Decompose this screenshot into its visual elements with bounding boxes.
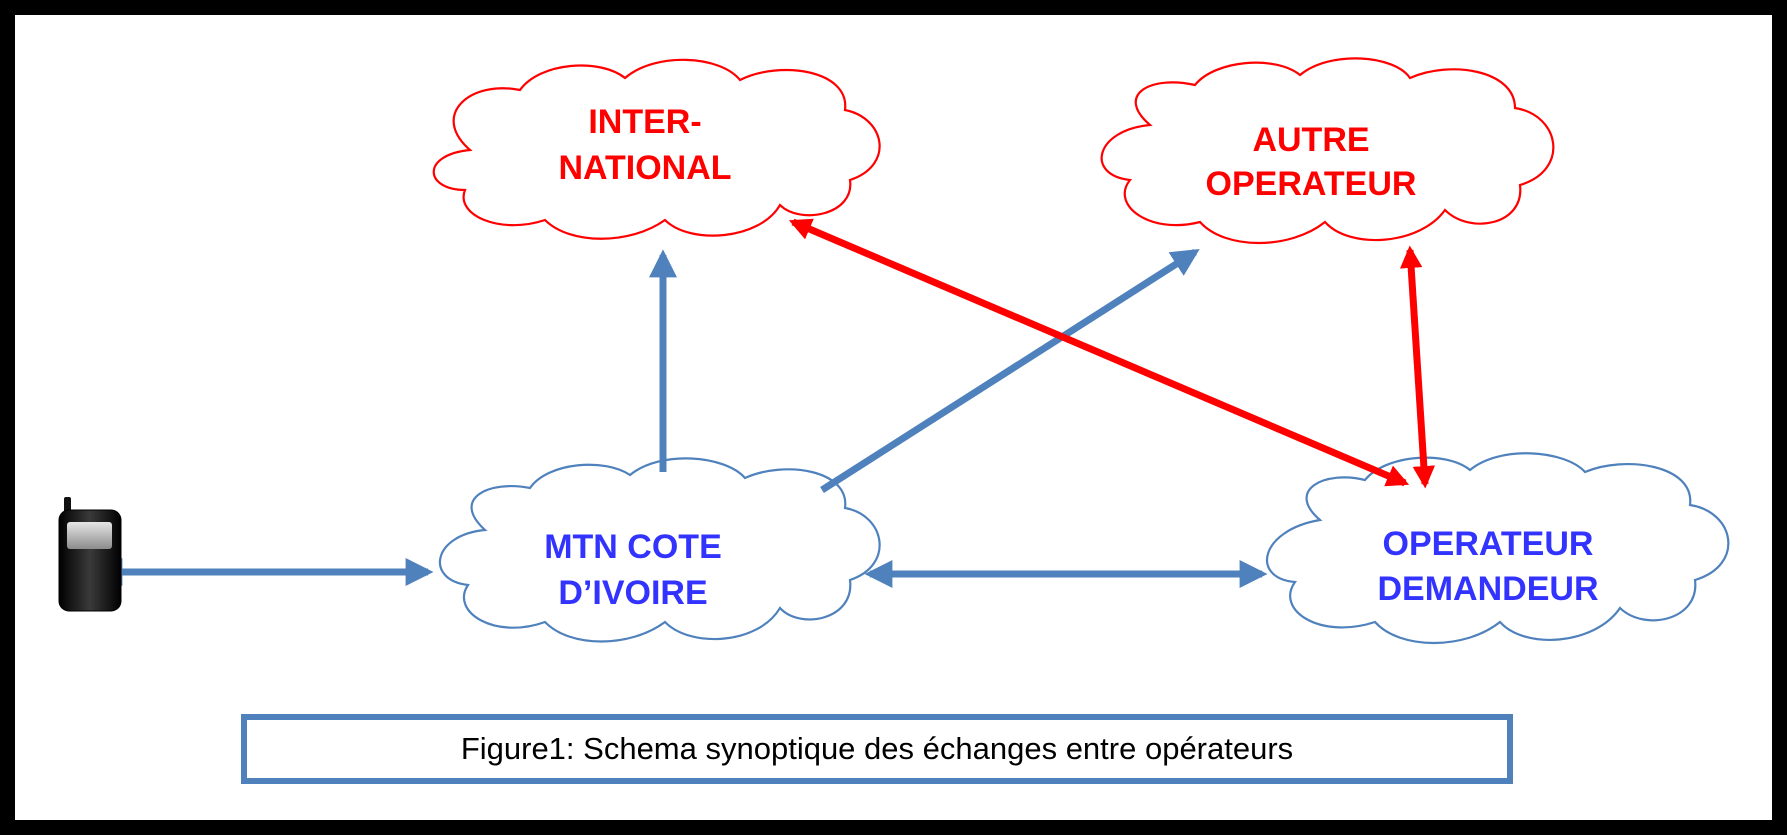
figure-caption: Figure1: Schema synoptique des échanges …: [460, 731, 1294, 766]
autre-operateur-label-line2: OPERATEUR: [1206, 165, 1417, 203]
mtn-label-line2: D’IVOIRE: [558, 574, 707, 612]
mobile-phone-icon: [58, 497, 122, 612]
operateur-demandeur-label-line1: OPERATEUR: [1383, 525, 1594, 563]
international-label-line1: INTER-: [588, 103, 701, 141]
operateur-demandeur-label-line2: DEMANDEUR: [1378, 570, 1599, 608]
caption-box: Figure1: Schema synoptique des échanges …: [241, 714, 1513, 784]
international-label-line2: NATIONAL: [558, 149, 731, 187]
cloud-operateur-demandeur: [1266, 452, 1730, 644]
autre-operateur-label-line1: AUTRE: [1252, 121, 1369, 159]
cloud-international: [432, 58, 881, 240]
mtn-label-line1: MTN COTE: [544, 528, 722, 566]
arrow-autre-operateur-operateur-demandeur: [1399, 245, 1436, 489]
cloud-mtn: [438, 457, 881, 643]
arrow-international-operateur-demandeur: [788, 218, 1410, 487]
